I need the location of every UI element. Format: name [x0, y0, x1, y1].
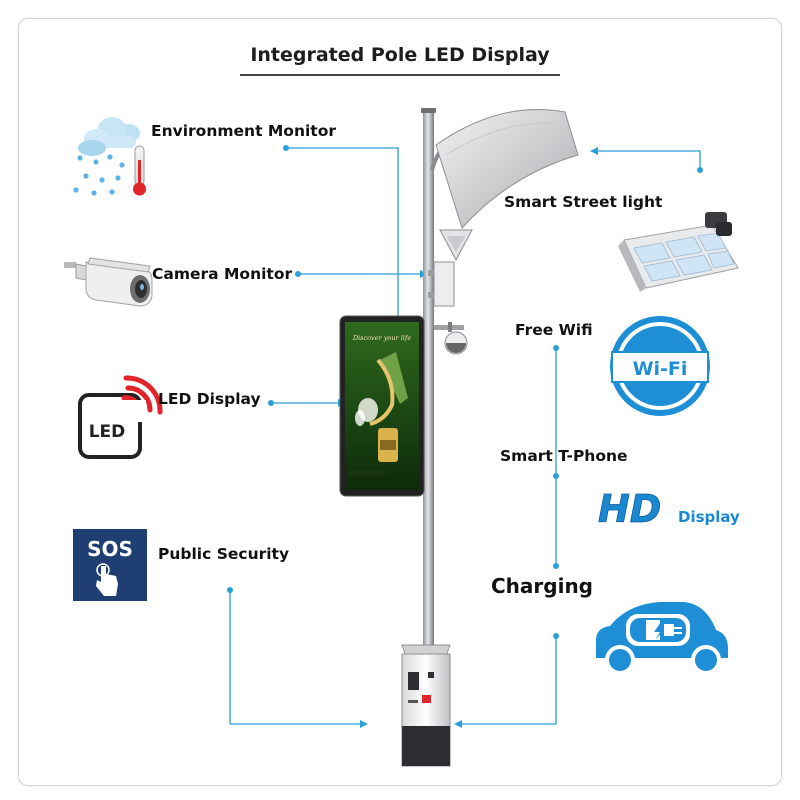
dome-camera [434, 322, 468, 355]
pole-junction-box [428, 261, 455, 307]
connector-charging-base [462, 636, 557, 725]
street-light-fixture-icon [618, 212, 739, 292]
sos-icon: SOS [73, 529, 147, 601]
label-camera-monitor: Camera Monitor [152, 265, 293, 283]
diagram-title: Integrated Pole LED Display [250, 44, 550, 66]
light-pole [421, 108, 450, 655]
label-led-display: LED Display [158, 390, 261, 408]
screen-headline: Discover your life [352, 334, 411, 342]
camera-monitor-icon [64, 257, 153, 307]
label-free-wifi: Free Wifi [515, 321, 593, 339]
electric-car-icon [596, 602, 728, 675]
title-underline [240, 74, 560, 76]
street-light-panel [435, 109, 579, 229]
pole-led-screen: Discover your life [339, 315, 425, 497]
label-public-security: Public Security [158, 545, 290, 563]
label-charging: Charging [491, 574, 594, 598]
connector-street-light [598, 150, 701, 170]
label-environment-monitor: Environment Monitor [151, 122, 336, 140]
connector-dots [227, 145, 703, 639]
led-display-icon: LED [78, 375, 163, 459]
pole-sensor [439, 229, 473, 262]
wifi-icon: Wi-Fi [610, 316, 710, 416]
wifi-icon-text: Wi-Fi [633, 358, 688, 380]
hd-display-icon: HD Display [598, 487, 740, 532]
connector-lines [229, 147, 701, 725]
connector-public-security [229, 590, 360, 725]
sos-icon-text: SOS [87, 537, 133, 561]
environment-monitor-icon [73, 117, 146, 196]
label-smart-t-phone: Smart T-Phone [500, 447, 628, 465]
pole-base-cabinet [401, 644, 451, 767]
hd-small-text: Display [678, 508, 740, 526]
connector-environment [286, 147, 399, 318]
led-icon-text: LED [89, 422, 126, 442]
label-smart-street-light: Smart Street light [504, 193, 663, 211]
hd-big-text: HD [598, 487, 661, 531]
